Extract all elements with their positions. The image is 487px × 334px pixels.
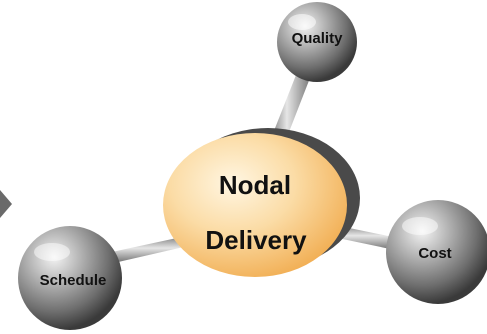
- connector-schedule: [112, 236, 188, 263]
- quality-node: [277, 2, 357, 82]
- center-node: [163, 133, 347, 277]
- schedule-node: [18, 226, 122, 330]
- left-arrow-icon: [0, 190, 12, 218]
- quality-label: Quality: [291, 30, 343, 47]
- cost-node: [386, 200, 487, 304]
- cost-label: Cost: [418, 245, 452, 262]
- center-label-line1: Nodal: [218, 170, 292, 200]
- schedule-label: Schedule: [39, 272, 107, 289]
- center-label-line2: Delivery: [205, 225, 307, 255]
